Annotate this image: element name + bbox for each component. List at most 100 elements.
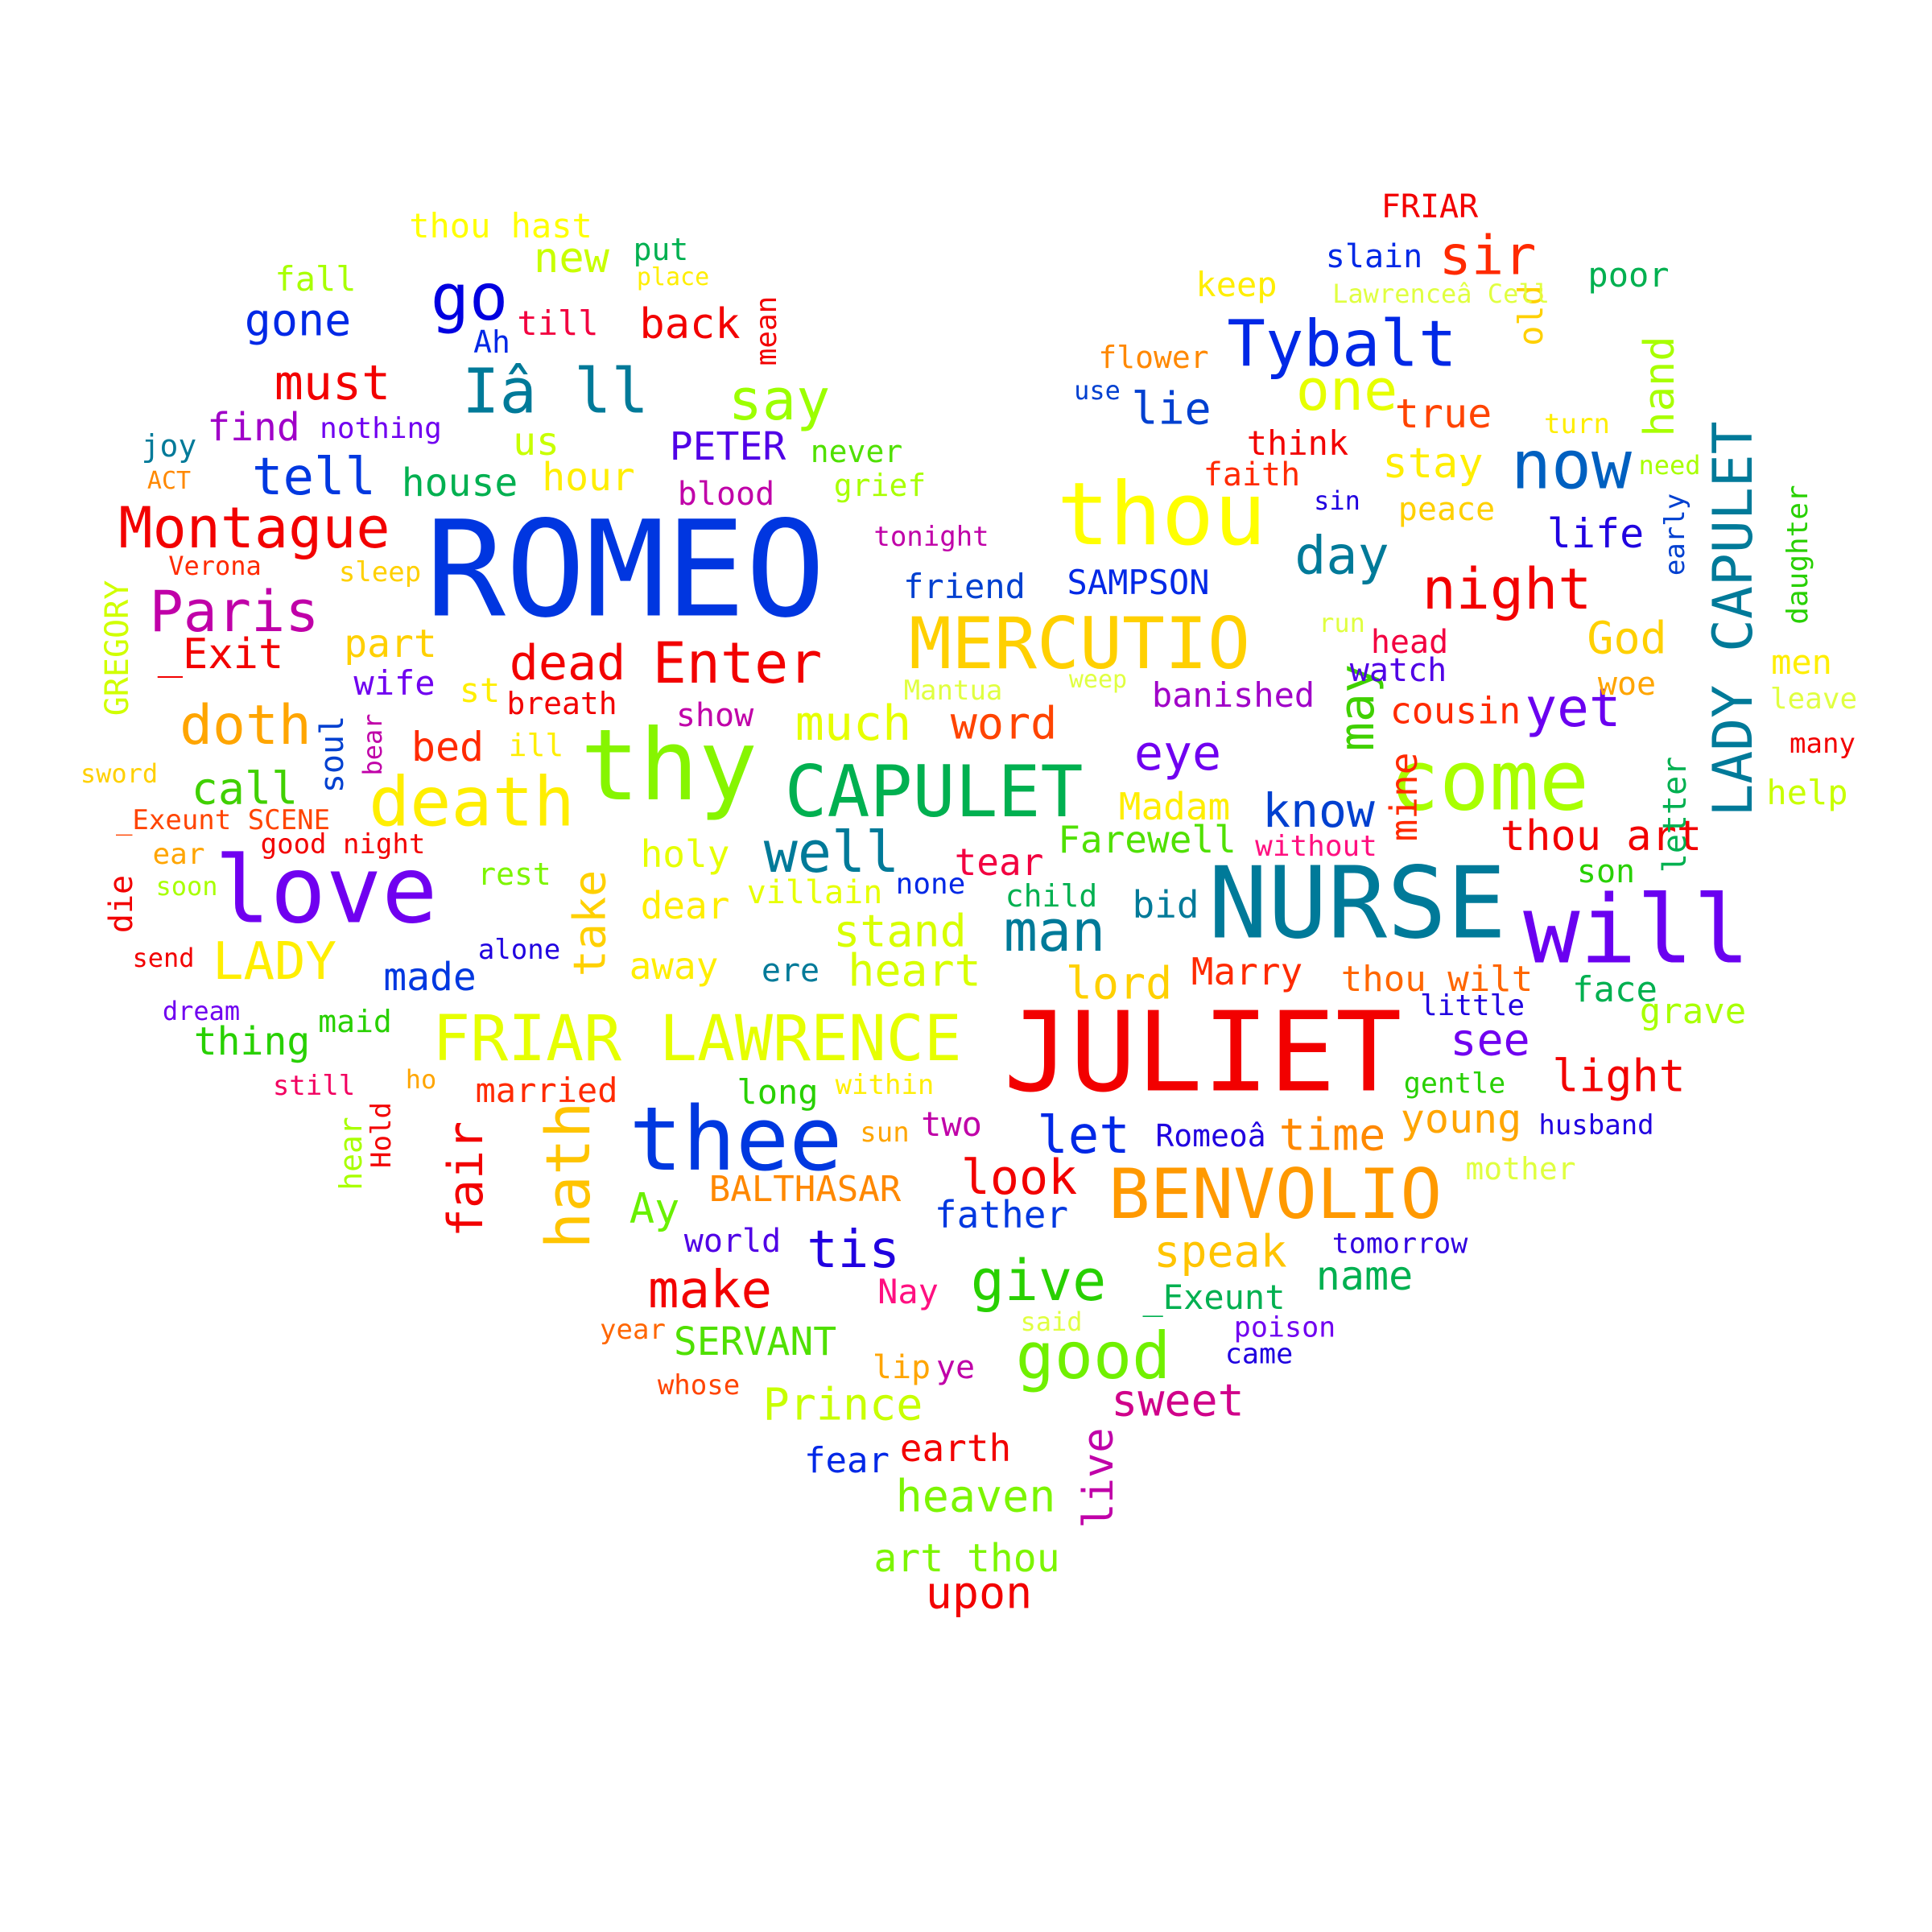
word: dear [640,884,730,927]
word: put [633,232,689,267]
word: Mantua [903,675,1003,707]
word: fair [438,1121,494,1238]
word: send [132,943,195,973]
word: take [564,869,616,977]
word: life [1546,510,1645,557]
word: hour [542,455,635,500]
word: came [1224,1338,1294,1371]
word: watch [1349,652,1447,689]
word: dream [162,996,241,1026]
word: FRIAR [1381,188,1479,225]
word: Farewell [1058,818,1236,861]
word: will [1523,874,1750,985]
word: night [1422,556,1592,622]
word: name [1315,1253,1414,1299]
word: thy [580,708,758,823]
word: show [675,697,754,734]
word: tonight [873,521,989,553]
word: Iâ ll [462,356,649,428]
word: without [1255,830,1377,863]
word: till [517,303,599,343]
word: woe [1597,666,1657,703]
word: Verona [168,551,262,581]
word: word [950,697,1058,749]
word: art thou [873,1536,1060,1581]
word: nothing [320,412,442,445]
word: good night [260,828,426,861]
word: Nay [877,1272,939,1311]
word: _Exit [157,630,284,679]
word: ho [405,1064,437,1095]
word: many [1790,728,1856,760]
word: flower [1098,340,1209,375]
word: doth [180,694,312,758]
word: eye [1133,725,1222,782]
word: earth [899,1426,1012,1470]
word: death [369,762,575,843]
word: bid [1132,883,1199,927]
word: place [636,263,710,291]
word: poison [1233,1311,1336,1344]
word: wife [353,663,436,703]
word: NURSE [1208,846,1507,962]
word: fall [275,259,357,299]
word: bear [357,713,388,776]
word: thee [629,1088,843,1191]
word: maid [318,1004,392,1039]
word: Ay [629,1185,680,1233]
word: lord [1065,957,1173,1009]
word: whose [657,1369,741,1402]
word: bed [411,724,485,770]
word: us [513,419,559,464]
word: heart [848,944,981,997]
word: Paris [149,579,320,645]
word: thou hast [409,206,592,246]
word: speak [1154,1225,1287,1278]
word: come [1389,733,1590,830]
word: lie [1131,382,1212,435]
word: light [1552,1050,1686,1102]
word: mine [1382,752,1426,842]
word: hand [1636,336,1684,437]
word: well [763,819,900,886]
word: day [1294,526,1389,587]
word: villain [746,874,883,911]
word: banished [1151,675,1315,715]
word: long [737,1072,819,1112]
word: _Exeunt [1142,1278,1286,1317]
word: world [683,1223,782,1260]
word: need [1638,450,1701,481]
word: SAMPSON [1067,563,1210,602]
word: alone [477,934,561,966]
word: BALTHASAR [708,1169,902,1210]
word: love [214,836,438,945]
word: one [1295,357,1398,423]
word: soon [155,871,218,902]
word: early [1659,493,1691,576]
word: year [600,1314,666,1346]
word: upon [925,1567,1033,1619]
word: grave [1639,991,1747,1032]
word: little [1419,989,1525,1022]
word: make [647,1261,773,1320]
word: sleep [338,556,422,588]
word: give [970,1248,1107,1314]
word: child [1005,878,1098,914]
word: Madam [1118,785,1231,828]
word: two [921,1104,982,1144]
word: leave [1769,683,1858,716]
word: Prince [762,1378,923,1430]
word: _Exeunt SCENE [115,804,331,836]
word: think [1246,423,1349,463]
word: tomorrow [1331,1228,1468,1261]
word: time [1278,1108,1386,1161]
word: go [430,260,509,335]
word: now [1511,426,1632,505]
word: weep [1068,666,1128,694]
word: married [475,1071,618,1110]
word: head [1370,624,1449,661]
word: st [459,671,501,710]
word: tell [251,448,377,507]
word: SERVANT [673,1319,837,1364]
word: ill [508,728,564,763]
